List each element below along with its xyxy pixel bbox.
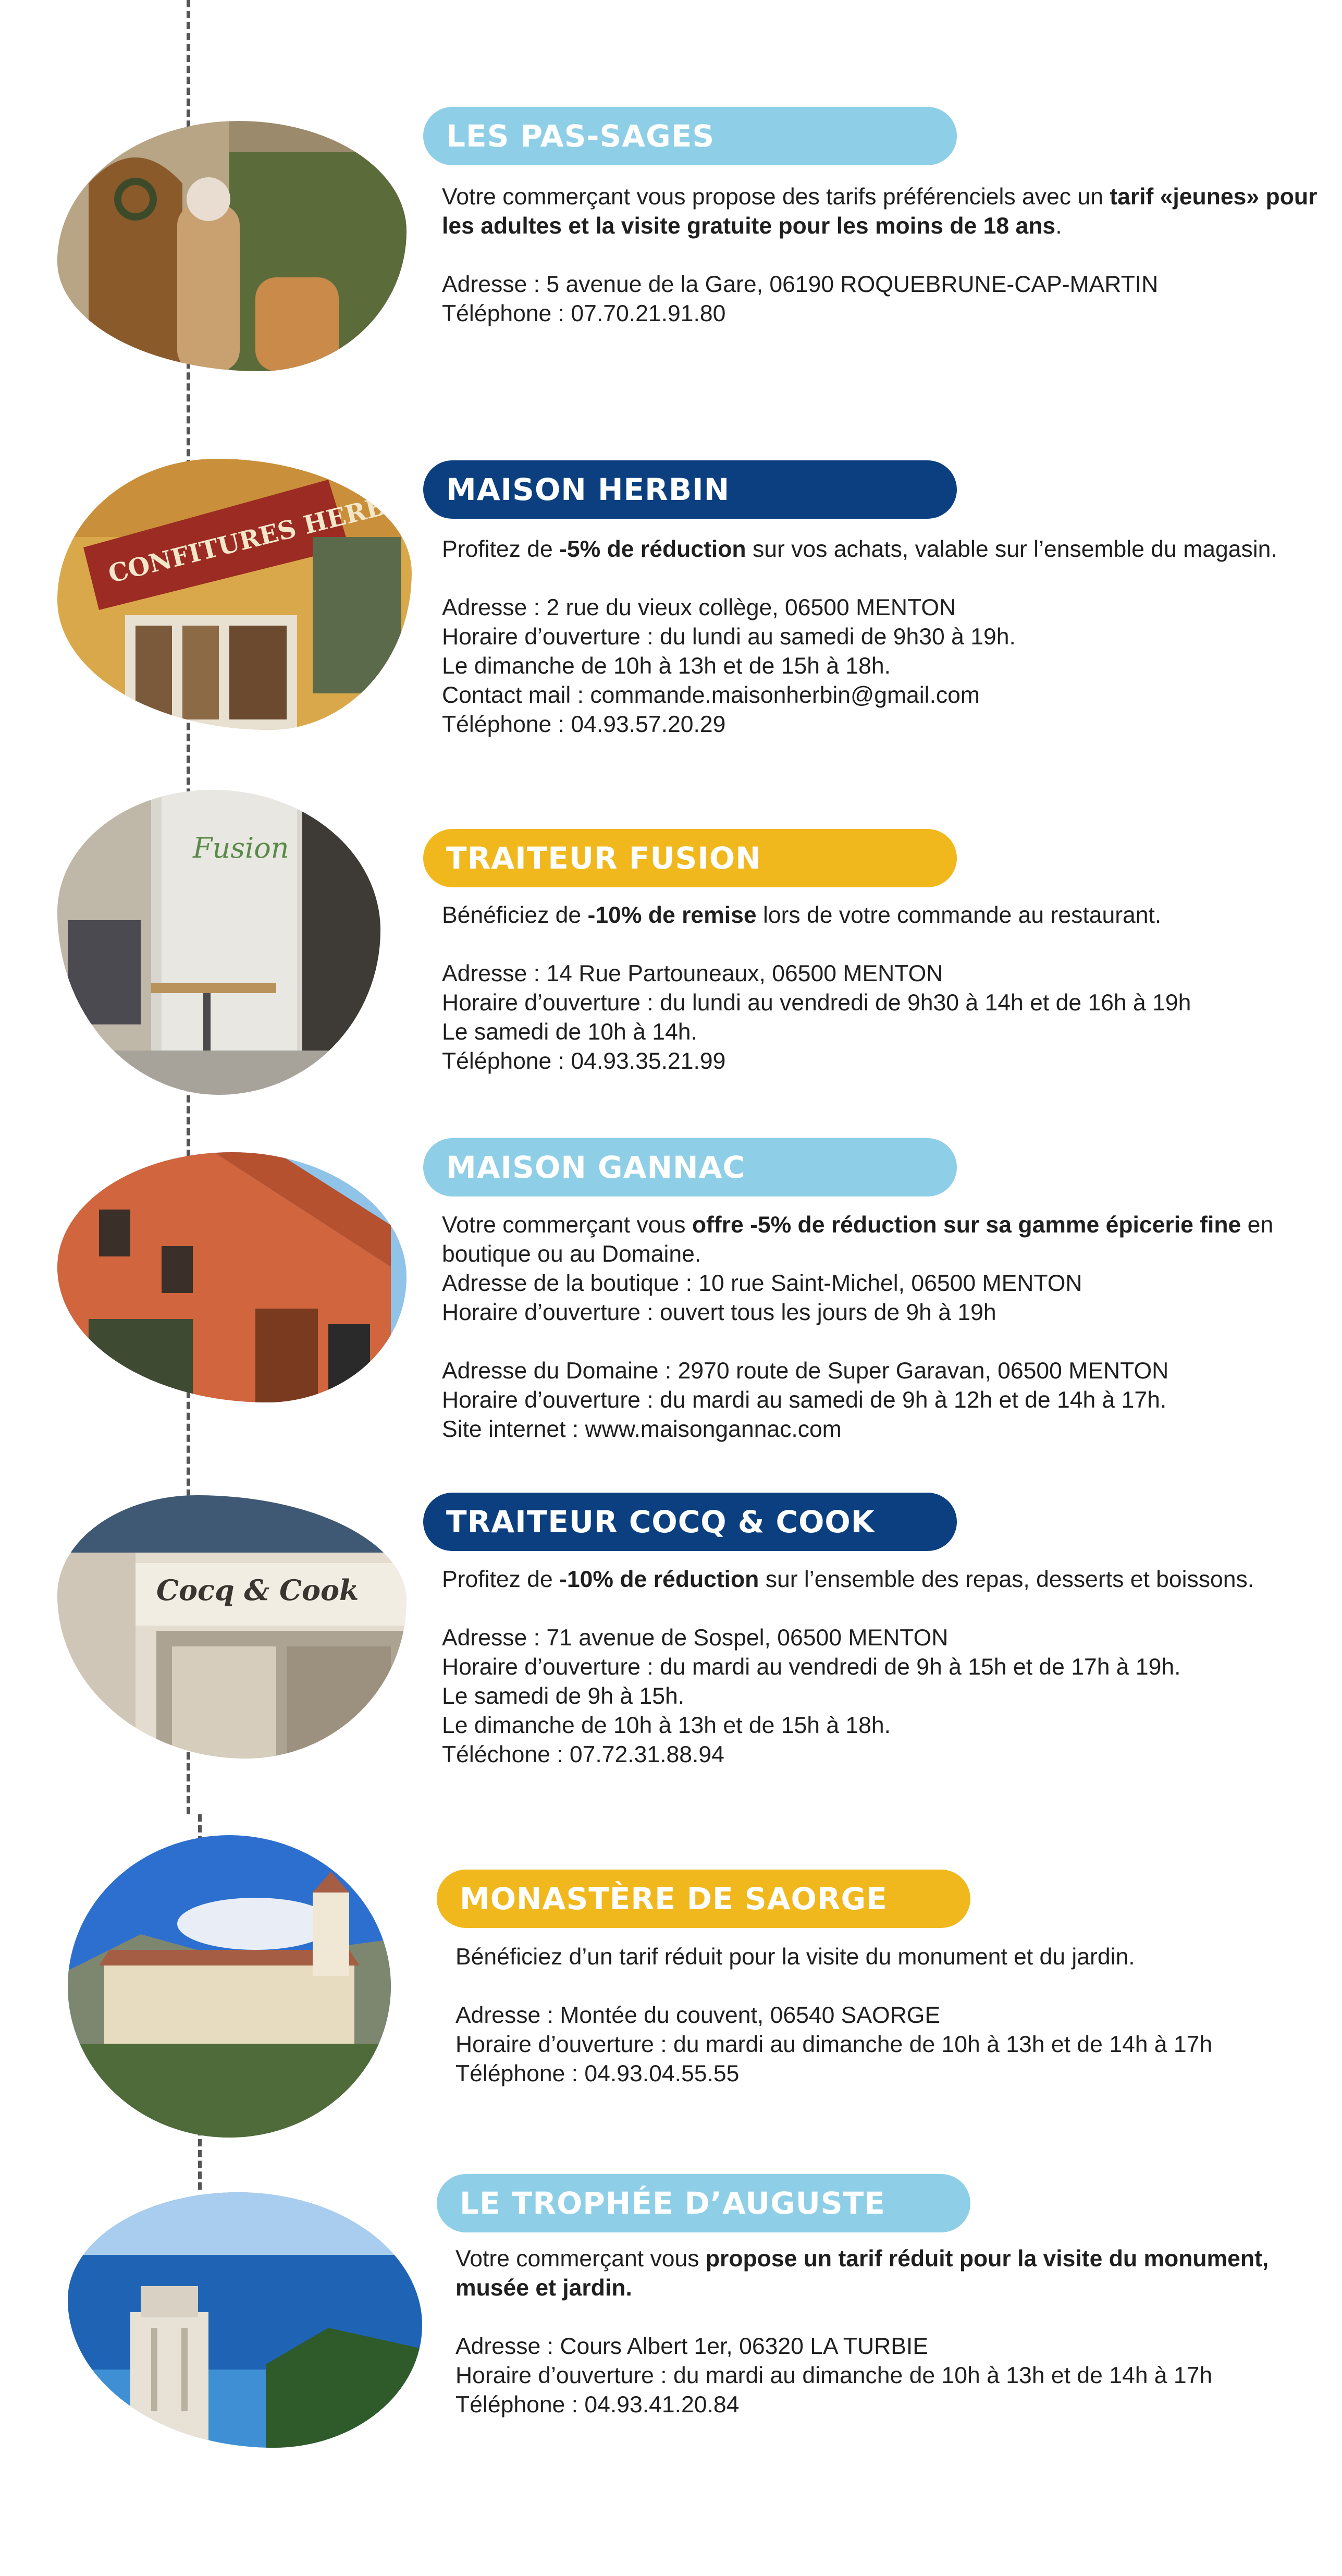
- shop-address: Adresse de la boutique : 10 rue Saint-Mi…: [442, 1271, 1082, 1296]
- photo-trophee-d-auguste: [68, 2192, 422, 2448]
- phone: Téléphone : 04.93.04.55.55: [455, 2061, 740, 2086]
- website-link[interactable]: Site internet : www.maisongannac.com: [442, 1417, 842, 1442]
- hours-sunday: Le dimanche de 10h à 13h et de 15h à 18h…: [442, 1713, 891, 1738]
- photo-maison-herbin: CONFITURES HERBIN: [57, 459, 412, 730]
- photo-monastere-de-saorge: [68, 1835, 391, 2138]
- title-monastere-de-saorge: MONASTÈRE DE SAORGE: [437, 1870, 970, 1928]
- address: Adresse : Cours Albert 1er, 06320 LA TUR…: [455, 2334, 928, 2359]
- description-traiteur-cocq-cook: Profitez de -10% de réduction sur l’ense…: [442, 1565, 1323, 1769]
- address: Adresse : 2 rue du vieux collège, 06500 …: [442, 595, 956, 620]
- address: Adresse : 71 avenue de Sospel, 06500 MEN…: [442, 1625, 949, 1651]
- hours: Horaire d’ouverture : du mardi au vendre…: [442, 1654, 1181, 1680]
- address: Adresse : 14 Rue Partouneaux, 06500 MENT…: [442, 961, 943, 986]
- photo-maison-gannac: [57, 1152, 407, 1402]
- email[interactable]: Contact mail : commande.maisonherbin@gma…: [442, 682, 980, 708]
- hours: Horaire d’ouverture : du lundi au vendre…: [442, 990, 1191, 1016]
- address: Adresse : 5 avenue de la Gare, 06190 ROQ…: [442, 272, 1159, 297]
- title-les-pas-sages: LES PAS-SAGES: [423, 107, 957, 165]
- shop-hours: Horaire d’ouverture : ouvert tous les jo…: [442, 1300, 996, 1325]
- phone: Téléphone : 04.93.57.20.29: [442, 712, 726, 737]
- description-maison-gannac: Votre commerçant vous offre -5% de réduc…: [442, 1211, 1323, 1444]
- hours: Horaire d’ouverture : du mardi au dimanc…: [455, 2032, 1213, 2057]
- phone: Téléphone : 07.70.21.91.80: [442, 301, 726, 326]
- title-maison-herbin: MAISON HERBIN: [423, 460, 957, 519]
- title-trophee-d-auguste: LE TROPHÉE D’AUGUSTE: [437, 2174, 970, 2232]
- hours-saturday: Le samedi de 9h à 15h.: [442, 1683, 685, 1709]
- phone: Téléchone : 07.72.31.88.94: [442, 1742, 724, 1767]
- domain-address: Adresse du Domaine : 2970 route de Super…: [442, 1358, 1169, 1384]
- shop-sign: Cocq & Cook: [156, 1573, 359, 1607]
- title-traiteur-fusion: TRAITEUR FUSION: [423, 829, 957, 887]
- hours-saturday: Le samedi de 10h à 14h.: [442, 1019, 697, 1045]
- description-maison-herbin: Profitez de -5% de réduction sur vos ach…: [442, 535, 1323, 739]
- photo-traiteur-cocq-cook: Cocq & Cook: [57, 1495, 407, 1759]
- description-monastere-de-saorge: Bénéficiez d’un tarif réduit pour la vis…: [455, 1943, 1336, 2089]
- domain-hours: Horaire d’ouverture : du mardi au samedi…: [442, 1387, 1167, 1413]
- photo-les-pas-sages: [57, 121, 407, 371]
- phone: Téléphone : 04.93.41.20.84: [455, 2392, 740, 2418]
- hours: Horaire d’ouverture : du lundi au samedi…: [442, 624, 1016, 650]
- description-trophee-d-auguste: Votre commerçant vous propose un tarif r…: [455, 2244, 1336, 2420]
- shop-sign: Fusion: [193, 832, 289, 864]
- description-traiteur-fusion: Bénéficiez de -10% de remise lors de vot…: [442, 901, 1323, 1076]
- description-les-pas-sages: Votre commerçant vous propose des tarifs…: [442, 182, 1323, 328]
- title-traiteur-cocq-cook: TRAITEUR COCQ & COOK: [423, 1493, 957, 1551]
- title-maison-gannac: MAISON GANNAC: [423, 1138, 957, 1197]
- hours-sunday: Le dimanche de 10h à 13h et de 15h à 18h…: [442, 653, 891, 679]
- hours: Horaire d’ouverture : du mardi au dimanc…: [455, 2363, 1213, 2388]
- photo-traiteur-fusion: Fusion: [57, 790, 380, 1095]
- address: Adresse : Montée du couvent, 06540 SAORG…: [455, 2003, 941, 2028]
- phone: Téléphone : 04.93.35.21.99: [442, 1048, 726, 1074]
